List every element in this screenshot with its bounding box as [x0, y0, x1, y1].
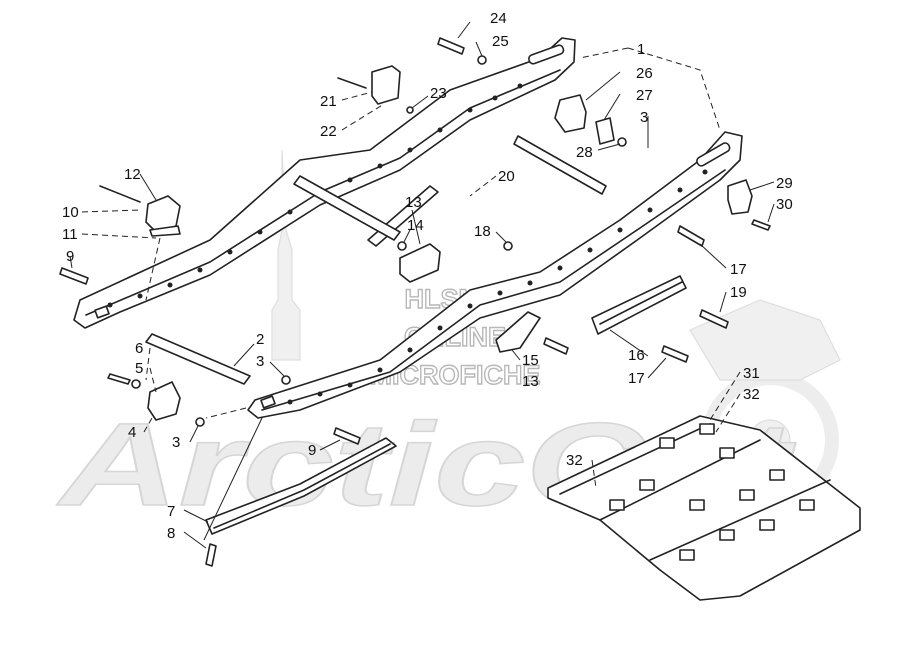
callout-21: 21 — [320, 93, 337, 110]
track — [547, 415, 861, 601]
callout-3-top: 3 — [640, 109, 648, 126]
bolt-17-lower — [661, 345, 689, 363]
bolt-9-upper — [59, 267, 89, 285]
bolt-9-lower — [333, 427, 361, 445]
gusset-15 — [495, 311, 541, 353]
callout-17-upper: 17 — [730, 261, 747, 278]
bolt-17-upper — [677, 225, 705, 247]
track-clips — [609, 423, 815, 561]
callout-3-mid: 3 — [256, 353, 264, 370]
callout-29: 29 — [776, 175, 793, 192]
callout-15: 15 — [522, 352, 539, 369]
callout-7: 7 — [167, 503, 175, 520]
callout-19: 19 — [730, 284, 747, 301]
callout-1: 1 — [637, 41, 645, 58]
callout-18: 18 — [474, 223, 491, 240]
callout-31: 31 — [743, 365, 760, 382]
callout-27: 27 — [636, 87, 653, 104]
callout-9-lower: 9 — [308, 442, 316, 459]
bar-2 — [145, 333, 291, 385]
callout-5: 5 — [135, 360, 143, 377]
callout-28: 28 — [576, 144, 593, 161]
callout-10: 10 — [62, 204, 79, 221]
callout-32-right: 32 — [743, 386, 760, 403]
leader-lines — [69, 21, 775, 549]
left-slide-rail — [73, 37, 576, 329]
mid-bracket — [397, 241, 441, 283]
bolt-19 — [699, 309, 729, 329]
callout-25: 25 — [492, 33, 509, 50]
callout-24: 24 — [490, 10, 507, 27]
callout-13-upper: 13 — [405, 194, 422, 211]
top-bolt — [437, 37, 487, 65]
stopper-block — [554, 94, 627, 147]
callout-22: 22 — [320, 123, 337, 140]
front-stop — [99, 185, 181, 237]
callout-16: 16 — [628, 347, 645, 364]
callout-4: 4 — [128, 424, 136, 441]
callout-13-lower: 13 — [522, 373, 539, 390]
callout-17-lower: 17 — [628, 370, 645, 387]
callout-3-low: 3 — [172, 434, 180, 451]
hyfax-slide — [205, 437, 397, 535]
callout-32-left: 32 — [566, 452, 583, 469]
callout-30: 30 — [776, 196, 793, 213]
watermark-spire — [271, 149, 301, 361]
bolt-15 — [543, 337, 569, 355]
callout-14: 14 — [407, 217, 424, 234]
callout-20: 20 — [498, 168, 515, 185]
rear-bracket — [727, 179, 771, 231]
right-slide-rail — [247, 131, 743, 419]
cross-shaft — [293, 135, 607, 247]
upper-stop — [337, 65, 414, 114]
callout-6: 6 — [135, 340, 143, 357]
callout-labels: 24 25 1 26 27 3 28 21 22 23 20 29 30 12 … — [62, 10, 793, 542]
callout-8: 8 — [167, 525, 175, 542]
nut-18 — [503, 241, 513, 251]
callout-23: 23 — [430, 85, 447, 102]
callout-11: 11 — [62, 226, 78, 243]
watermark: ArcticCat HLSM'S ONLINE MICROFICHE — [55, 149, 841, 532]
wear-bracket — [591, 275, 687, 335]
screw-8 — [205, 543, 217, 567]
callout-9-upper: 9 — [66, 248, 74, 265]
callout-12: 12 — [124, 166, 141, 183]
callout-2: 2 — [256, 331, 264, 348]
callout-26: 26 — [636, 65, 653, 82]
